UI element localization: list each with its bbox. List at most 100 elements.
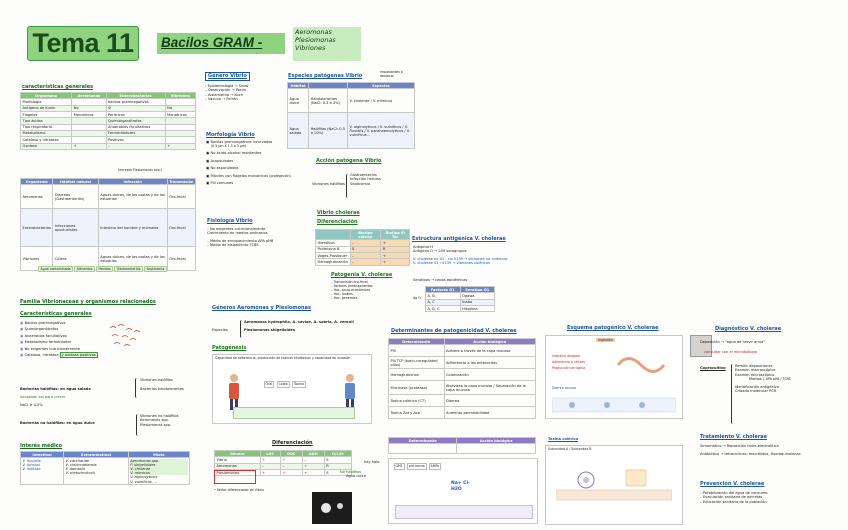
list-item: Examen macroscópico (735, 368, 776, 373)
genus-vibriones: Vibriones (295, 44, 326, 53)
list-item: ▣ Acapsulados (206, 158, 234, 163)
table-row: Aeromonas––+R (214, 462, 353, 470)
list-item: Aislamiento → Koch (205, 93, 248, 97)
table-header: Organismo (19, 177, 54, 186)
bacteria-illustration (109, 324, 141, 347)
diferenciacion-note: • Factor diferenciador de Vibrio (214, 488, 264, 492)
accion-brace (346, 174, 350, 198)
list-item: Plesiomonas shigelloides (244, 328, 295, 333)
table-header: Acción biológica (456, 436, 536, 445)
table-header: Transmisión (166, 177, 197, 186)
table-row (387, 443, 536, 455)
vibrio-cholerae-dif: Diferenciación (317, 219, 358, 225)
microscopy-image (690, 335, 712, 357)
toxina-subunits: Subunidad A / Subunidad B (548, 447, 592, 451)
habitat-table: Organismo Hábitat natural Infección Tran… (19, 177, 197, 272)
esquema-step: Diarrea acuosa (552, 386, 577, 390)
interes-medico-heading: Interés médico (20, 443, 63, 449)
aeromonas-heading: Géneros Aeromonas y Plesiomonas (212, 305, 311, 311)
list-item: Medio de aislamiento TCBS (207, 243, 273, 247)
especies-label: Especies (212, 328, 228, 332)
list-item: Observación → Pacini (205, 88, 248, 92)
table-header: Hábitat natural (52, 177, 99, 186)
list-item: No exigentes nutricionalmente (207, 227, 273, 231)
genera-box: Aeromonas Plesiomonas Vibriones (293, 27, 361, 61)
genus-aeromonas: Aeromonas (295, 28, 332, 36)
tema-title: Tema 11 (32, 27, 134, 58)
morfologia-heading: Morfología Vibrio (206, 132, 255, 138)
list-item: ▣ Bacilos gramnegativos (20, 321, 66, 325)
list-item: Vibriones halófilos (140, 378, 173, 382)
list-item: ▣ Quimiorganótrofos (20, 327, 59, 332)
list-item: ▣ No ácido-alcohol resistentes (206, 151, 262, 156)
list-item: Medios { APA pH8 / TCBS (749, 377, 791, 382)
list-item: Antibiótico → tetraciclinas, macrólidos,… (700, 452, 801, 457)
list-item: Septicemia (350, 181, 371, 186)
patogenesis-heading: Patogénesis (212, 345, 247, 351)
human-figure-icon (229, 374, 239, 410)
table-header: Intestinal (19, 450, 65, 459)
patogenesis-diagram: Capacidad de adherencia, producción de t… (212, 354, 372, 424)
habitat-note: Gastroenteritis (114, 266, 143, 272)
table-row: Hemaglutinación–+ (315, 258, 410, 266)
list-item: ▣ Pili comunes (206, 181, 234, 186)
list-item: Medio de enriquecimiento APA pH8 (207, 239, 273, 243)
list-item: V. cholerae 01 / 0139 → vibriones coléri… (413, 261, 490, 266)
habitat-note: Agua contaminada (38, 266, 74, 272)
tratamiento-heading: Tratamiento V. cholerae (700, 434, 768, 440)
list-item: Bacterias halotolerantes (140, 387, 184, 392)
list-item: ▣ Anaerobios facultativos (20, 333, 67, 338)
toxina-table: Determinante Acción biológica (387, 436, 536, 455)
list-item: Evacuación sanitaria de excretas (700, 495, 767, 499)
habitat-note: Alimentos (74, 266, 95, 272)
patogenesis-flow: Oral Coleo Toxina (263, 381, 306, 388)
table-row: Plesiomonas+++S (214, 468, 353, 477)
table-header (315, 228, 351, 241)
morfologia-list: ▣ Bacilos gramnegativos incurvados (0.5 … (206, 140, 306, 186)
determinantes-heading: Determinantes de patogenicidad V. choler… (391, 328, 517, 334)
habitat-note: Heridas (96, 266, 114, 272)
halofilos-list: Vibriones halófilos Bacterias halotolera… (140, 378, 184, 392)
familia-heading: Familia Vibrionaceae y organismos relaci… (20, 299, 156, 305)
list-item: ▣ No exigentes nutricionalmente (20, 346, 80, 351)
prevencion-list: Potabilización del agua de consumo Evacu… (700, 491, 767, 504)
list-item: Antígeno H (413, 245, 433, 249)
toxina-colerica-panel: Subunidad A / Subunidad B (545, 445, 683, 525)
vibrio-cholerae-heading: Vibrio cholerae (317, 210, 360, 216)
estructura-list: Antígeno H Antígeno O → 200 serogrupos V… (413, 245, 507, 266)
list-item: Gastroenteritis (350, 173, 377, 177)
toxin-structure-illustration (556, 469, 672, 501)
habitat-notes: Agua contaminada Alimentos Heridas Gastr… (38, 266, 188, 272)
diagnostico-heading: Diagnóstico V. cholerae (715, 326, 782, 332)
toxina-colerica-heading: Toxina colérica (548, 437, 579, 441)
table-header: Determinante (387, 436, 458, 445)
list-item: Vacuna → Ferrán (205, 97, 248, 101)
coprocultivo-list: Remitir deposiciones Examen macroscópico… (735, 364, 791, 394)
estructura-antigenica-heading: Estructura antigénica V. cholerae (412, 236, 506, 242)
cell-illustration (552, 397, 676, 413)
fisiologia-list: No exigentes nutricionalmente Crecimient… (207, 227, 273, 248)
nohalofilas-line: Bacterias no halófilas: en agua dulce (20, 421, 95, 425)
cholerae-dif-table: Biotipo clásico Biotipo El Tor Hemólisis… (315, 228, 410, 266)
table-header: Acción biológica (443, 337, 536, 346)
necesitan-sal: necesitan sal para crecer (20, 395, 66, 399)
list-item: Crecimiento en medios ordinarios (207, 231, 268, 236)
esquema-step: Adherencia a células (552, 360, 586, 364)
genero-vibrio-list: Epidemiología → Snow Observación → Pacin… (205, 84, 248, 102)
familia-sub: Características generales (20, 311, 92, 317)
table-header: Biotipo clásico (349, 228, 382, 241)
table-header: Hábitat (286, 81, 310, 90)
familia-list: ▣ Bacilos gramnegativos ▣ Quimiorganótro… (20, 321, 98, 359)
especies-note: Impostantes a destacar (380, 70, 403, 78)
genus-plesiomonas: Plesiomonas (295, 36, 336, 45)
diferenciacion-side-box (214, 470, 256, 484)
list-item: ▣ Catalasa, nitratasa y oxidasa positiva… (20, 352, 98, 359)
table-row: Hemólisis–+ (315, 239, 410, 247)
tema-title-box: Tema 11 (27, 26, 139, 61)
coprocultivo-brace (731, 364, 735, 424)
diferenciacion-table: Género LDC ODC ADH O/129 Vibrio++–S Aero… (214, 449, 353, 477)
